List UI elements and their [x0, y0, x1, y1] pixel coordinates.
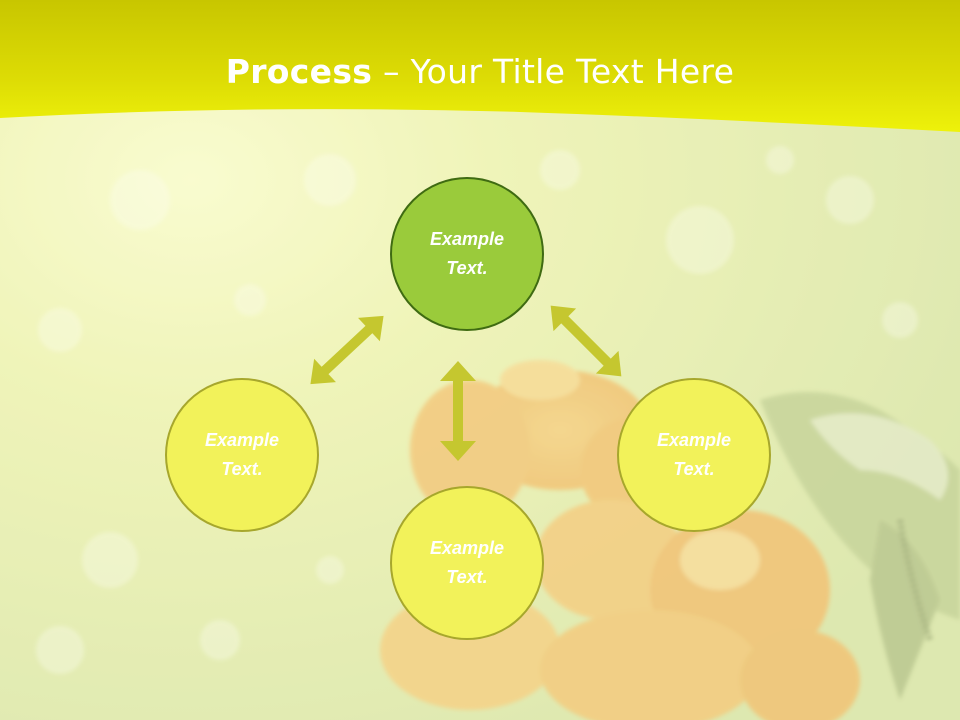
title-bold: Process: [225, 52, 373, 91]
node-label: Example Text.: [429, 229, 505, 278]
double-arrow-icon: [550, 305, 622, 377]
process-node-center: Example Text.: [390, 177, 544, 331]
title-rest: – Your Title Text Here: [372, 52, 735, 91]
slide-title: Process – Your Title Text Here: [0, 52, 960, 91]
double-arrow-icon: [440, 361, 476, 461]
process-node-right: Example Text.: [617, 378, 771, 532]
double-arrow-icon: [310, 315, 384, 385]
process-node-bottom: Example Text.: [390, 486, 544, 640]
node-label: Example Text.: [656, 430, 732, 479]
node-label: Example Text.: [204, 430, 280, 479]
process-node-left: Example Text.: [165, 378, 319, 532]
node-label: Example Text.: [429, 538, 505, 587]
